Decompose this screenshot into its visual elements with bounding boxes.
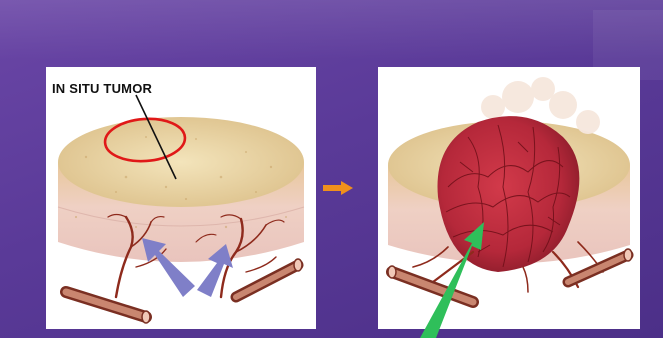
blood-vessel-tubes-left — [66, 259, 302, 323]
in-situ-tumor-label: IN SITU TUMOR — [52, 81, 152, 96]
in-situ-tumor-panel: IN SITU TUMOR — [46, 67, 316, 329]
tissue-illustration-right — [378, 67, 640, 329]
right-arrow-icon — [323, 181, 353, 195]
vascularized-tumor-panel — [378, 67, 640, 329]
slide-header-band — [0, 0, 663, 60]
tissue-illustration-left — [46, 67, 316, 329]
